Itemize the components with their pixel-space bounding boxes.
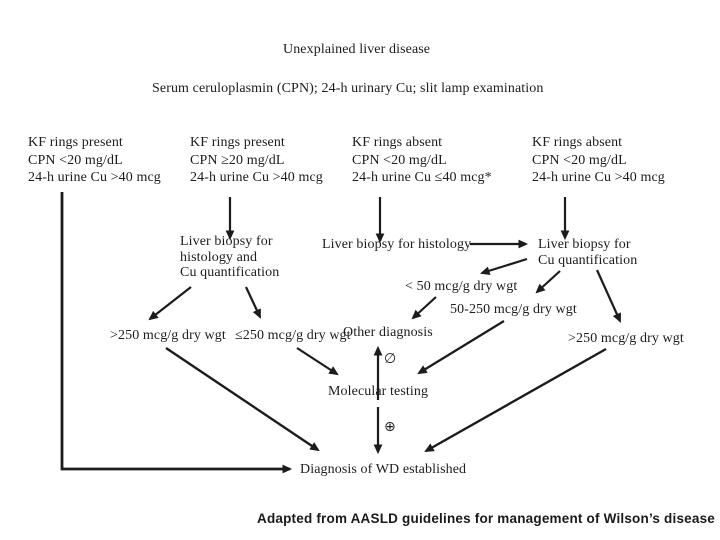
branch-3-line-2: CPN <20 mg/dL xyxy=(352,152,447,168)
arrow-cuquant-to-50-250 xyxy=(535,270,561,294)
arrow-gt250right-to-diagnosis xyxy=(424,347,607,453)
node-biopsy-combined-line-2: histology and xyxy=(180,249,258,265)
branch-2-line-1: KF rings present xyxy=(190,135,285,150)
positive-result-icon: ⊕ xyxy=(384,419,396,435)
branch-2-line-2: CPN ≥20 mg/dL xyxy=(190,152,285,168)
arrow-combined-to-gt250left xyxy=(148,286,192,321)
arrow-lt50-to-other xyxy=(411,296,437,320)
branch-1-line-2: CPN <20 mg/dL xyxy=(28,152,123,168)
branch-4-line-2: CPN <20 mg/dL xyxy=(532,152,627,168)
node-biopsy-combined: Liver biopsy for histology and Cu quanti… xyxy=(180,234,279,281)
node-biopsy-cu-line-2: Cu quantification xyxy=(538,252,638,268)
node-molecular-testing: Molecular testing xyxy=(328,384,429,399)
arrow-50-250-to-molecular xyxy=(417,320,505,375)
branch-1-line-3: 24-h urine Cu >40 mcg xyxy=(28,170,161,185)
node-cu-gt250-left: >250 mcg/g dry wgt xyxy=(110,328,226,343)
node-biopsy-combined-line-3: Cu quantification xyxy=(180,265,280,280)
node-biopsy-cu-line-1: Liver biopsy for xyxy=(538,237,631,252)
arrow-combined-to-le250 xyxy=(245,286,261,319)
diagram-title: Unexplained liver disease xyxy=(283,42,431,57)
node-biopsy-combined-line-1: Liver biopsy for xyxy=(180,234,273,249)
branch-1-line-1: KF rings present xyxy=(28,135,123,150)
node-cu-le250: ≤250 mcg/g dry wgt xyxy=(235,328,351,343)
negative-result-icon: ∅ xyxy=(384,351,397,367)
branch-4: KF rings absent CPN <20 mg/dL 24-h urine… xyxy=(532,134,665,187)
screening-tests-label: Serum ceruloplasmin (CPN); 24-h urinary … xyxy=(152,81,544,96)
branch-2: KF rings present CPN ≥20 mg/dL 24-h urin… xyxy=(190,134,323,187)
node-biopsy-histology: Liver biopsy for histology xyxy=(322,237,472,252)
arrow-gt250left-to-diagnosis xyxy=(165,347,320,452)
branch-4-line-1: KF rings absent xyxy=(532,135,623,150)
arrow-cuquant-to-lt50 xyxy=(479,257,528,275)
branch-4-line-3: 24-h urine Cu >40 mcg xyxy=(532,170,665,185)
branch-3-line-1: KF rings absent xyxy=(352,135,443,150)
node-other-diagnosis: Other diagnosis xyxy=(343,325,433,340)
arrow-cuquant-to-gt250right xyxy=(595,269,622,323)
branch-3: KF rings absent CPN <20 mg/dL 24-h urine… xyxy=(352,134,492,187)
node-biopsy-cu: Liver biopsy for Cu quantification xyxy=(538,237,637,268)
node-cu-lt50: < 50 mcg/g dry wgt xyxy=(405,279,518,294)
branch-2-line-3: 24-h urine Cu >40 mcg xyxy=(190,170,323,185)
source-caption: Adapted from AASLD guidelines for manage… xyxy=(257,511,715,526)
node-diagnosis-established: Diagnosis of WD established xyxy=(300,462,467,477)
arrow-le250-to-molecular xyxy=(296,347,339,376)
arrow-branch1-elbow-to-diagnosis xyxy=(60,192,293,474)
node-cu-gt250-right: >250 mcg/g dry wgt xyxy=(568,331,684,346)
branch-3-line-3: 24-h urine Cu ≤40 mcg* xyxy=(352,170,492,185)
node-cu-50-250: 50-250 mcg/g dry wgt xyxy=(450,302,577,317)
branch-1: KF rings present CPN <20 mg/dL 24-h urin… xyxy=(28,134,161,187)
